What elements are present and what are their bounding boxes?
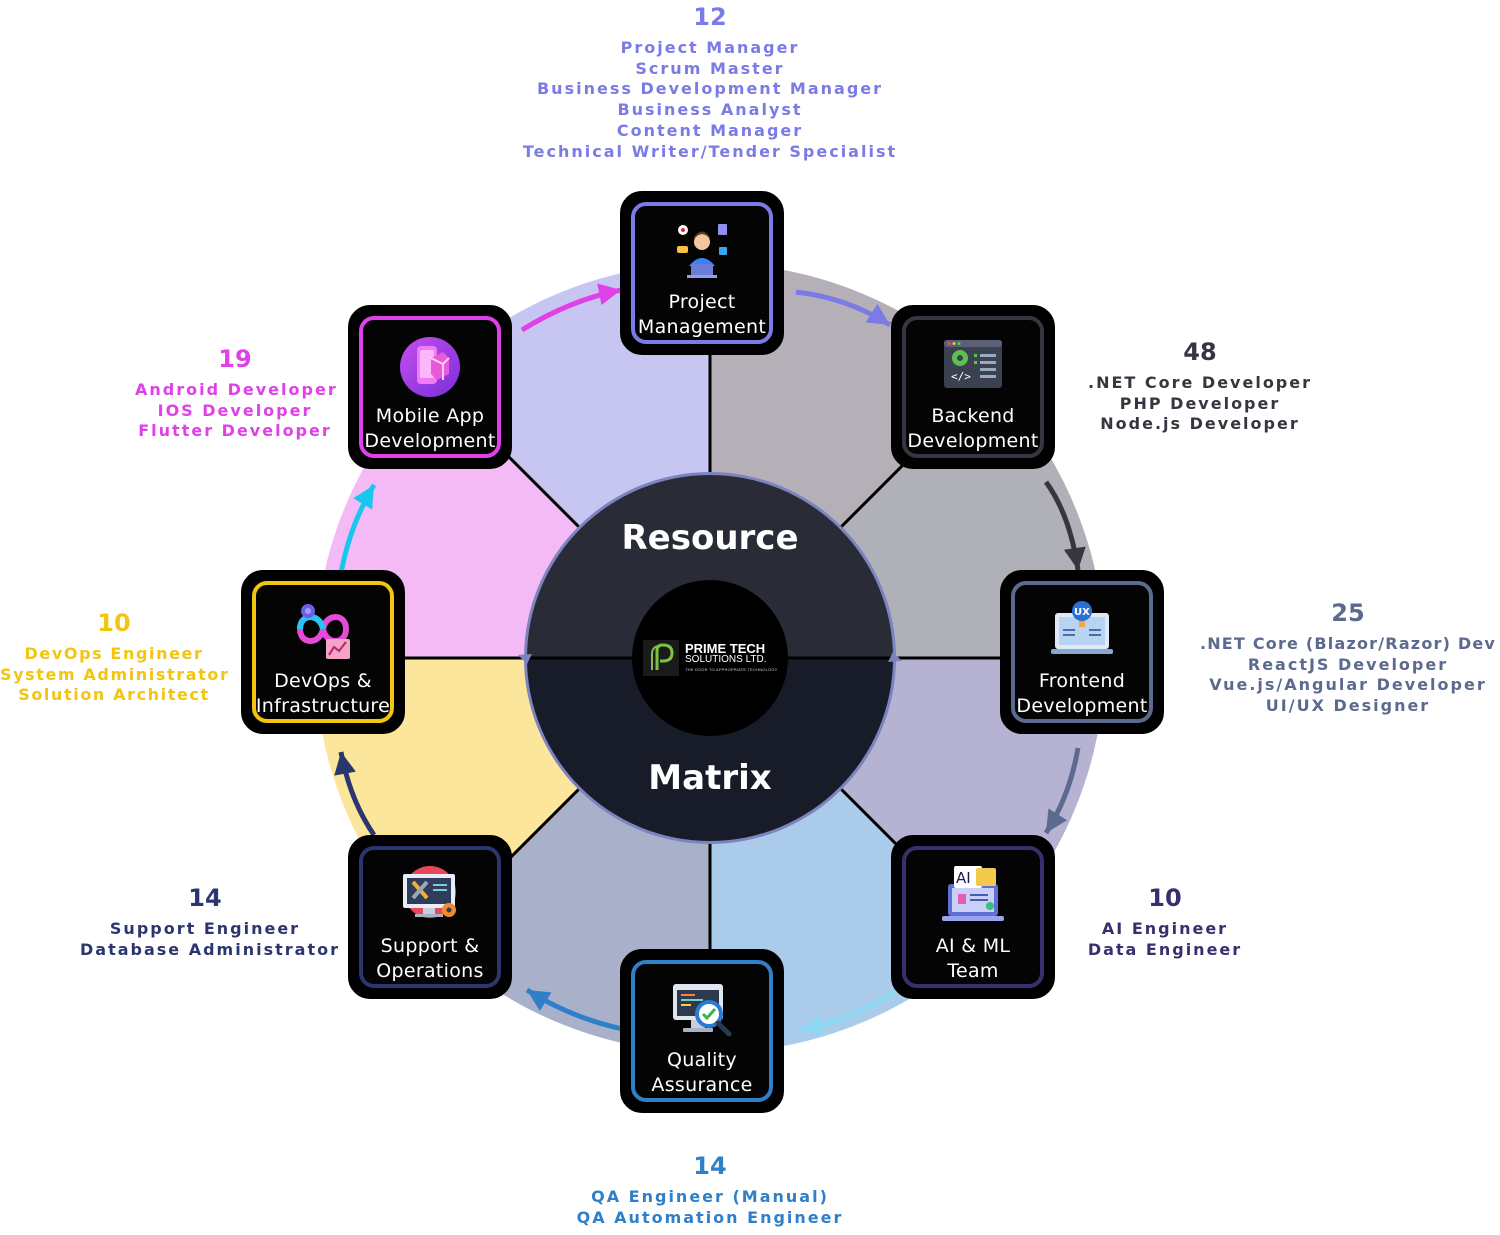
hub-arrow-left [518,654,532,664]
role-item: System Administrator [0,664,230,684]
role-item: DevOps Engineer [24,644,204,663]
arrowhead-from-mobile [597,283,621,306]
role-item: Content Manager [616,120,804,140]
team-count: 14 [188,884,222,912]
node-backend-development[interactable]: </> Backend Development [891,305,1055,469]
role-item: Business Development Manager [536,79,884,99]
hub-arrow-right [888,652,902,662]
node-label: DevOps & Infrastructure [255,670,391,717]
flow-arrows [334,283,1086,1037]
node-frame: Mobile App Development [359,316,501,458]
role-item: Database Administrator [80,939,340,959]
node-quality-assurance[interactable]: Quality Assurance [620,949,784,1113]
node-frame: DevOps & Infrastructure [252,581,394,723]
role-item: Business Analyst [617,100,803,120]
node-label: Mobile App Development [364,405,496,452]
team-count: 48 [1183,338,1217,366]
info-ai-ml-team: 10 AI Engineer Data Engineer [1075,883,1255,960]
role-item: Flutter Developer [138,421,332,441]
svg-text:UX: UX [1074,607,1090,618]
logo-sub: SOLUTIONS LTD. [685,654,767,665]
role-item: Project Manager [620,38,800,57]
arrowhead-from-ai [800,1015,824,1037]
project-manager-icon [677,224,727,278]
role-item: PHP Developer [1119,393,1281,413]
node-label: Backend Development [907,405,1039,452]
role-item: Support Engineer [109,919,301,938]
node-label: Project Management [637,291,767,338]
logo-disc [632,580,788,736]
role-item: ReactJS Developer [1247,654,1449,674]
node-project-management[interactable]: Project Management [620,191,784,355]
team-count: 25 [1331,599,1365,627]
arrowhead-from-support [334,752,356,776]
hub-bottom-half [527,658,893,841]
logo-tagline: THE DOOR TO APPROPRIATE TECHNOLOGY [685,667,778,672]
role-item: .NET Core (Blazor/Razor) Dev [1199,634,1497,653]
team-count: 12 [693,3,727,31]
arrowhead-from-pm [865,303,890,325]
code-window-icon: </> [944,340,1002,388]
role-item: Technical Writer/Tender Specialist [522,141,898,161]
arrowhead-from-qa [527,990,552,1011]
role-item: IOS Developer [157,400,313,420]
info-backend-development: 48 .NET Core Developer PHP Developer Nod… [1080,337,1320,435]
qa-magnifier-icon [673,984,732,1037]
node-frame: AI AI & ML Team [902,846,1044,988]
node-frame: </> Backend Development [902,316,1044,458]
arrowhead-from-frontend [1046,808,1068,833]
node-label: Frontend Development [1016,670,1148,717]
node-label: Support & Operations [376,935,484,982]
arrowhead-from-backend [1063,546,1086,570]
info-quality-assurance: 14 QA Engineer (Manual) QA Automation En… [560,1151,860,1228]
role-item: QA Engineer (Manual) [591,1187,829,1206]
role-item: Scrum Master [635,58,785,78]
info-devops-infrastructure: 10 DevOps Engineer System Administrator … [0,608,228,706]
mobile-app-icon [400,337,460,397]
node-label: AI & ML Team [935,935,1011,982]
hub-title-bottom: Matrix [648,758,772,798]
role-item: .NET Core Developer [1087,373,1312,392]
team-count: 10 [1148,884,1182,912]
info-support-operations: 14 Support Engineer Database Administrat… [80,883,340,960]
node-label: Quality Assurance [651,1049,753,1096]
team-count: 10 [97,609,131,637]
role-item: Node.js Developer [1100,414,1300,434]
company-logo: PRIME TECH SOLUTIONS LTD. THE DOOR TO AP… [643,640,783,676]
node-frontend-development[interactable]: UX Frontend Development [1000,570,1164,734]
node-devops-infrastructure[interactable]: DevOps & Infrastructure [241,570,405,734]
role-item: AI Engineer [1101,919,1229,938]
node-frame: UX Frontend Development [1011,581,1153,723]
hub-title-top: Resource [621,518,799,558]
node-frame: Project Management [631,202,773,344]
role-item: QA Automation Engineer [576,1207,844,1227]
hub-top-half [527,475,893,658]
ai-laptop-icon: AI [942,866,1004,921]
arrowhead-from-devops [353,485,374,510]
info-project-management: 12 Project Manager Scrum Master Business… [510,2,910,162]
role-item: Vue.js/Angular Developer [1209,675,1487,695]
support-tools-icon [403,866,456,918]
role-item: Android Developer [135,380,338,399]
svg-text:AI: AI [956,869,971,887]
node-support-operations[interactable]: Support & Operations [348,835,512,999]
ux-monitor-icon: UX [1051,601,1113,654]
devops-infinity-icon [296,604,350,659]
node-frame: Quality Assurance [631,960,773,1102]
prime-tech-logo-icon [643,640,679,676]
info-mobile-app-development: 19 Android Developer IOS Developer Flutt… [135,344,338,442]
role-item: UI/UX Designer [1265,696,1431,716]
role-item: Data Engineer [1087,939,1243,959]
node-frame: Support & Operations [359,846,501,988]
svg-text:</>: </> [951,370,971,383]
role-item: Solution Architect [18,685,210,705]
logo-name: PRIME TECH [685,641,766,656]
hub [518,472,902,844]
node-ai-ml-team[interactable]: AI AI & ML Team [891,835,1055,999]
team-count: 14 [693,1152,727,1180]
info-frontend-development: 25 .NET Core (Blazor/Razor) Dev ReactJS … [1196,598,1500,717]
team-count: 19 [218,345,252,373]
node-mobile-app-development[interactable]: Mobile App Development [348,305,512,469]
